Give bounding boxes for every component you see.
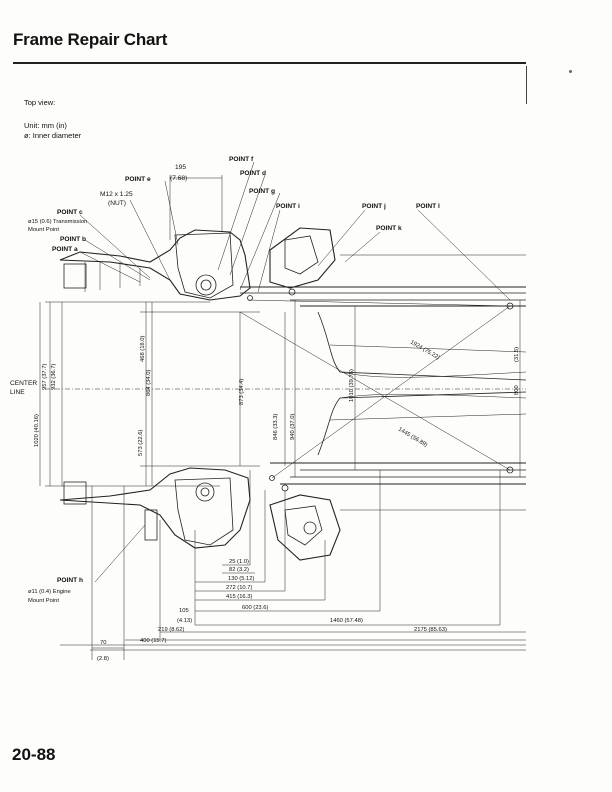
label-dim-940: 940 (37.0) — [290, 414, 296, 440]
label-dim-105-in: (4.13) — [177, 618, 192, 624]
label-dim-25: 25 (1.0) — [229, 559, 249, 565]
label-dim-932: 932 (36.7) — [51, 364, 57, 390]
dimension-lines — [39, 161, 526, 660]
label-point-e-desc-1: M12 x 1.25 — [100, 191, 133, 198]
label-dim-1460: 1460 (57.48) — [330, 618, 363, 624]
label-dim-219: 219 (8.62) — [158, 627, 184, 633]
label-dim-415: 415 (16.3) — [226, 594, 252, 600]
label-dim-2175: 2175 (85.63) — [414, 627, 447, 633]
label-point-i: POINT i — [276, 203, 300, 210]
label-dim-873: 873 (34.4) — [239, 379, 245, 405]
label-point-l: POINT l — [416, 203, 440, 210]
label-point-c-desc-1: ø15 (0.6) Transmission — [28, 219, 87, 225]
label-dim-573: 573 (22.6) — [138, 430, 144, 456]
label-dim-82: 82 (3.2) — [229, 567, 249, 573]
label-point-c: POINT c — [57, 209, 83, 216]
label-dim-315: (31.5) — [514, 347, 520, 362]
label-point-a: POINT a — [52, 246, 78, 253]
label-dim-1445: 1445 (56.89) — [397, 427, 428, 449]
frame-structure — [45, 227, 527, 651]
label-dim-957: 957 (37.7) — [42, 364, 48, 390]
margin-dot — [569, 70, 572, 73]
label-dim-864: 864 (34.0) — [146, 370, 152, 396]
label-point-f: POINT f — [229, 156, 254, 163]
label-point-c-desc-2: Mount Point — [28, 227, 59, 233]
title-rule — [13, 62, 526, 64]
label-dim-468: 468 (18.0) — [140, 336, 146, 362]
label-dim-1020: 1020 (40.16) — [34, 414, 40, 447]
label-dim-1924: 1924 (75.22) — [409, 340, 441, 362]
label-point-g: POINT g — [249, 188, 275, 195]
label-point-k: POINT k — [376, 225, 402, 232]
diagram-labels: POINT f 195 (7.68) POINT e POINT d M12 x… — [10, 156, 520, 662]
margin-rule — [526, 66, 527, 104]
page-number: 20-88 — [12, 745, 56, 764]
label-point-h-desc-2: Mount Point — [28, 598, 59, 604]
label-point-h-desc-1: ø11 (0.4) Engine — [28, 589, 71, 595]
label-point-e-desc-2: (NUT) — [108, 200, 126, 207]
unit-label: Unit: mm (in) — [24, 121, 67, 130]
label-dim-195-in: (7.68) — [170, 175, 187, 182]
label-center-line-1: CENTER — [10, 380, 37, 387]
label-dim-195: 195 — [175, 164, 186, 171]
label-dim-846: 846 (33.3) — [273, 414, 279, 440]
label-dim-800: 800 — [514, 385, 520, 395]
label-center-line-2: LINE — [10, 389, 25, 396]
page-title: Frame Repair Chart — [13, 30, 168, 49]
label-dim-1010: 1010 (39.76) — [349, 369, 355, 402]
label-point-j: POINT j — [362, 203, 386, 210]
diameter-note: ø: Inner diameter — [24, 131, 82, 140]
label-point-b: POINT b — [60, 236, 86, 243]
label-dim-130: 130 (5.12) — [228, 576, 254, 582]
label-dim-400: 400 (15.7) — [140, 638, 166, 644]
label-dim-272: 272 (10.7) — [226, 585, 252, 591]
label-point-e: POINT e — [125, 176, 151, 183]
label-dim-600: 600 (23.6) — [242, 605, 268, 611]
label-point-d: POINT d — [240, 170, 266, 177]
label-point-h: POINT h — [57, 577, 83, 584]
label-dim-70-in: (2.8) — [97, 656, 109, 662]
label-dim-105: 105 — [179, 608, 189, 614]
view-label: Top view: — [24, 98, 56, 107]
label-dim-70: 70 — [100, 640, 106, 646]
